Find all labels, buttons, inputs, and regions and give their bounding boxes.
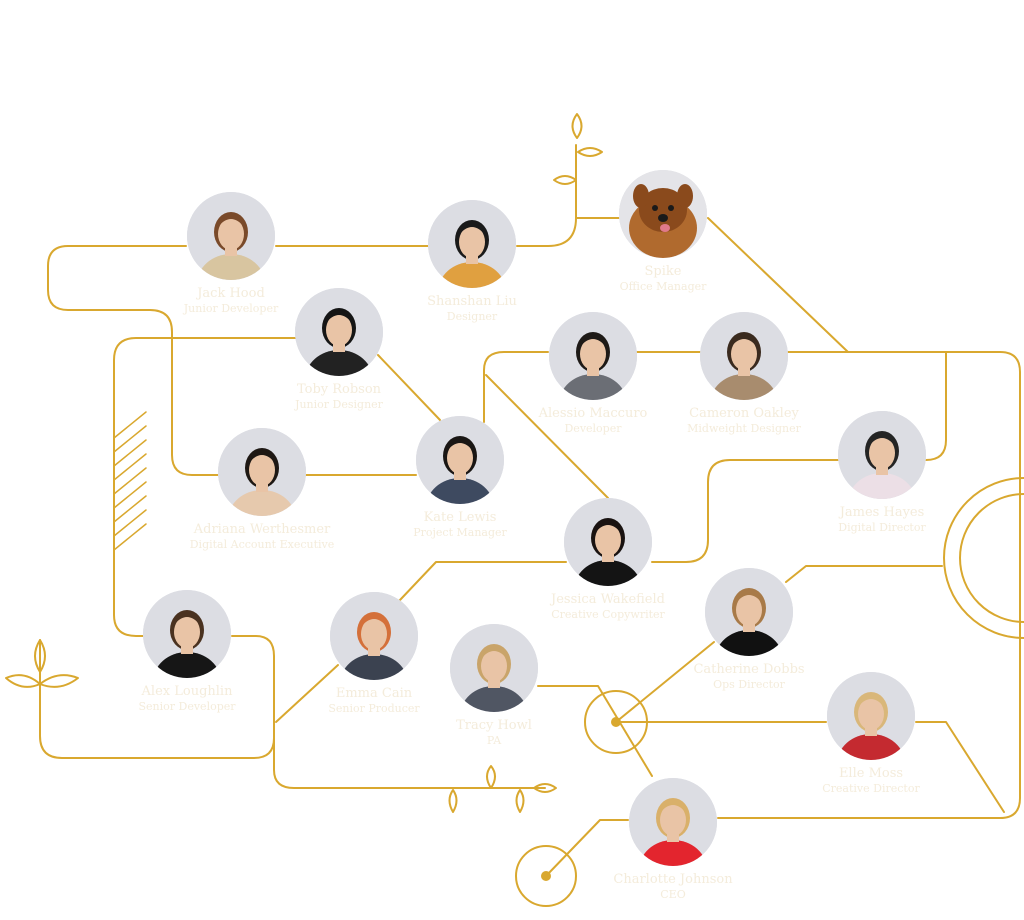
leaves-top <box>553 113 603 185</box>
line-right-branch-james <box>925 351 947 461</box>
person-name: Shanshan Liu <box>427 294 517 309</box>
person-role: Designer <box>446 310 498 323</box>
avatar <box>330 592 418 680</box>
person-name: Alessio Maccuro <box>538 406 648 421</box>
right-ring-inner <box>959 493 1024 623</box>
person-role: Junior Developer <box>183 302 279 315</box>
avatar <box>450 624 538 712</box>
avatar <box>549 312 637 400</box>
person-role: PA <box>486 734 502 747</box>
person-role: Creative Copywriter <box>551 608 665 621</box>
person-name: Kate Lewis <box>423 510 497 525</box>
line-catherine-hub <box>615 641 715 723</box>
person-name: Charlotte Johnson <box>613 872 733 887</box>
line-jessica-emma <box>399 561 567 601</box>
person-name: Spike <box>644 264 682 279</box>
line-tracy-hub <box>537 685 653 777</box>
line-kate-alessio <box>483 351 549 423</box>
avatar <box>705 568 793 656</box>
bottom-dot <box>541 871 551 881</box>
hub-dot <box>611 717 621 727</box>
person-role: Creative Director <box>822 782 920 795</box>
person-name: Tracy Howl <box>456 718 532 733</box>
line-toby-kate <box>377 354 441 421</box>
line-catherine-right <box>785 565 943 583</box>
line-kate-jessica <box>485 374 609 499</box>
avatar <box>827 672 915 760</box>
person-role: Senior Producer <box>328 702 420 715</box>
line-cameron-right <box>717 351 1021 819</box>
avatar <box>838 411 926 499</box>
line-elle-right <box>915 721 1005 813</box>
person-role: Senior Developer <box>138 700 236 713</box>
leaves-left <box>5 639 79 691</box>
line-james-jessica <box>651 459 839 563</box>
person-role: Project Manager <box>413 526 507 539</box>
avatar <box>619 170 707 258</box>
person-role: Developer <box>564 422 622 435</box>
person-name: Elle Moss <box>838 766 904 781</box>
person-name: Adriana Werthesmer <box>193 522 331 537</box>
avatar <box>143 590 231 678</box>
leaves-bottom <box>448 765 557 813</box>
line-alex-bottom <box>273 721 546 789</box>
person-role: Digital Account Executive <box>189 538 335 551</box>
person-role: Ops Director <box>713 678 785 691</box>
avatar <box>428 200 516 288</box>
person-name: Catherine Dobbs <box>693 662 805 677</box>
person-name: Jessica Wakefield <box>551 592 665 607</box>
person-name: Emma Cain <box>335 686 413 701</box>
person-name: Jack Hood <box>197 286 265 301</box>
line-alex-branch <box>39 635 275 759</box>
person-role: Office Manager <box>619 280 707 293</box>
line-charlotte-low <box>545 819 629 877</box>
person-role: Midweight Designer <box>687 422 801 435</box>
avatar <box>700 312 788 400</box>
line-toby-left <box>113 337 297 637</box>
avatar <box>564 498 652 586</box>
person-name: Alex Loughlin <box>141 684 233 699</box>
avatar <box>187 192 275 280</box>
line-spike-diag <box>707 217 849 353</box>
person-name: Toby Robson <box>296 382 382 397</box>
person-role: Digital Director <box>838 521 926 534</box>
avatar <box>416 416 504 504</box>
person-role: Junior Designer <box>295 398 383 411</box>
left-hatch <box>113 411 147 551</box>
avatar <box>218 428 306 516</box>
person-name: Cameron Oakley <box>689 406 799 421</box>
person-name: James Hayes <box>839 505 925 520</box>
person-role: CEO <box>660 888 686 901</box>
hub-ring <box>584 690 648 754</box>
line-emma-alex <box>275 664 339 723</box>
avatar <box>295 288 383 376</box>
bottom-ring <box>515 845 577 907</box>
avatar <box>629 778 717 866</box>
line-jack-left-loop <box>47 245 219 476</box>
right-ring-outer <box>943 477 1024 639</box>
